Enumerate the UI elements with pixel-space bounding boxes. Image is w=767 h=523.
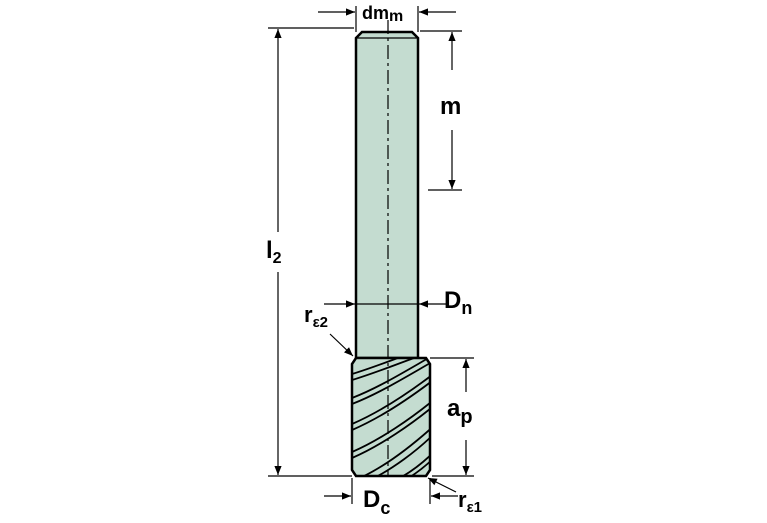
helical-flutes xyxy=(352,358,430,476)
dc-dimension xyxy=(324,478,458,504)
dn-label: Dn xyxy=(444,287,472,318)
dmm-dimension xyxy=(318,6,456,32)
ap-dimension xyxy=(430,357,474,477)
re1-leader xyxy=(427,477,457,493)
dmm-label: dmm xyxy=(362,3,403,25)
re1-label: rε1 xyxy=(458,487,482,516)
m-dimension xyxy=(420,30,462,191)
re2-label: rε2 xyxy=(304,302,328,331)
re2-leader xyxy=(329,333,354,357)
ap-label: ap xyxy=(447,395,473,428)
shank xyxy=(354,30,420,360)
l2-dimension xyxy=(268,27,354,477)
m-label: m xyxy=(440,93,461,120)
l2-label: l2 xyxy=(266,237,282,267)
dc-label: Dc xyxy=(363,486,390,518)
